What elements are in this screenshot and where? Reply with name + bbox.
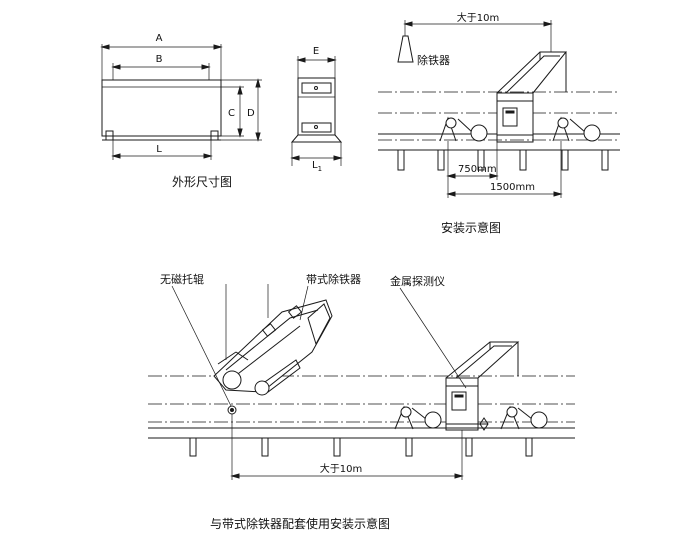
dim-label-a: A	[156, 33, 163, 44]
caption-installation-diagram: 安装示意图	[441, 220, 501, 235]
label-iron-remover: 除铁器	[417, 53, 450, 67]
caption-outline-dimensions: 外形尺寸图	[172, 175, 232, 189]
dim-label-l: L	[156, 144, 162, 155]
label-non-magnetic-roller: 无磁托辊	[160, 272, 204, 286]
label-belt-iron-remover: 带式除铁器	[306, 272, 361, 286]
caption-combined-installation: 与带式除铁器配套使用安装示意图	[210, 516, 390, 531]
installation-diagram	[378, 20, 620, 198]
label-metal-detector: 金属探测仪	[390, 274, 445, 288]
combined-installation-diagram	[148, 284, 575, 480]
outline-side-view	[290, 56, 343, 166]
dim-label-e: E	[313, 46, 319, 57]
label-greater-10m-top: 大于10m	[457, 11, 499, 24]
outline-front-view	[100, 44, 262, 160]
label-1500mm: 1500mm	[490, 182, 535, 193]
dim-label-b: B	[156, 54, 163, 65]
dim-label-l1-main: L	[312, 160, 318, 171]
label-750mm: 750mm	[458, 164, 497, 175]
dim-label-l1-sub: 1	[318, 165, 322, 173]
dim-label-l1: L1	[312, 160, 322, 173]
dim-label-d: D	[247, 108, 255, 119]
dim-label-c: C	[228, 108, 235, 119]
label-greater-10m-bottom: 大于10m	[320, 462, 362, 475]
